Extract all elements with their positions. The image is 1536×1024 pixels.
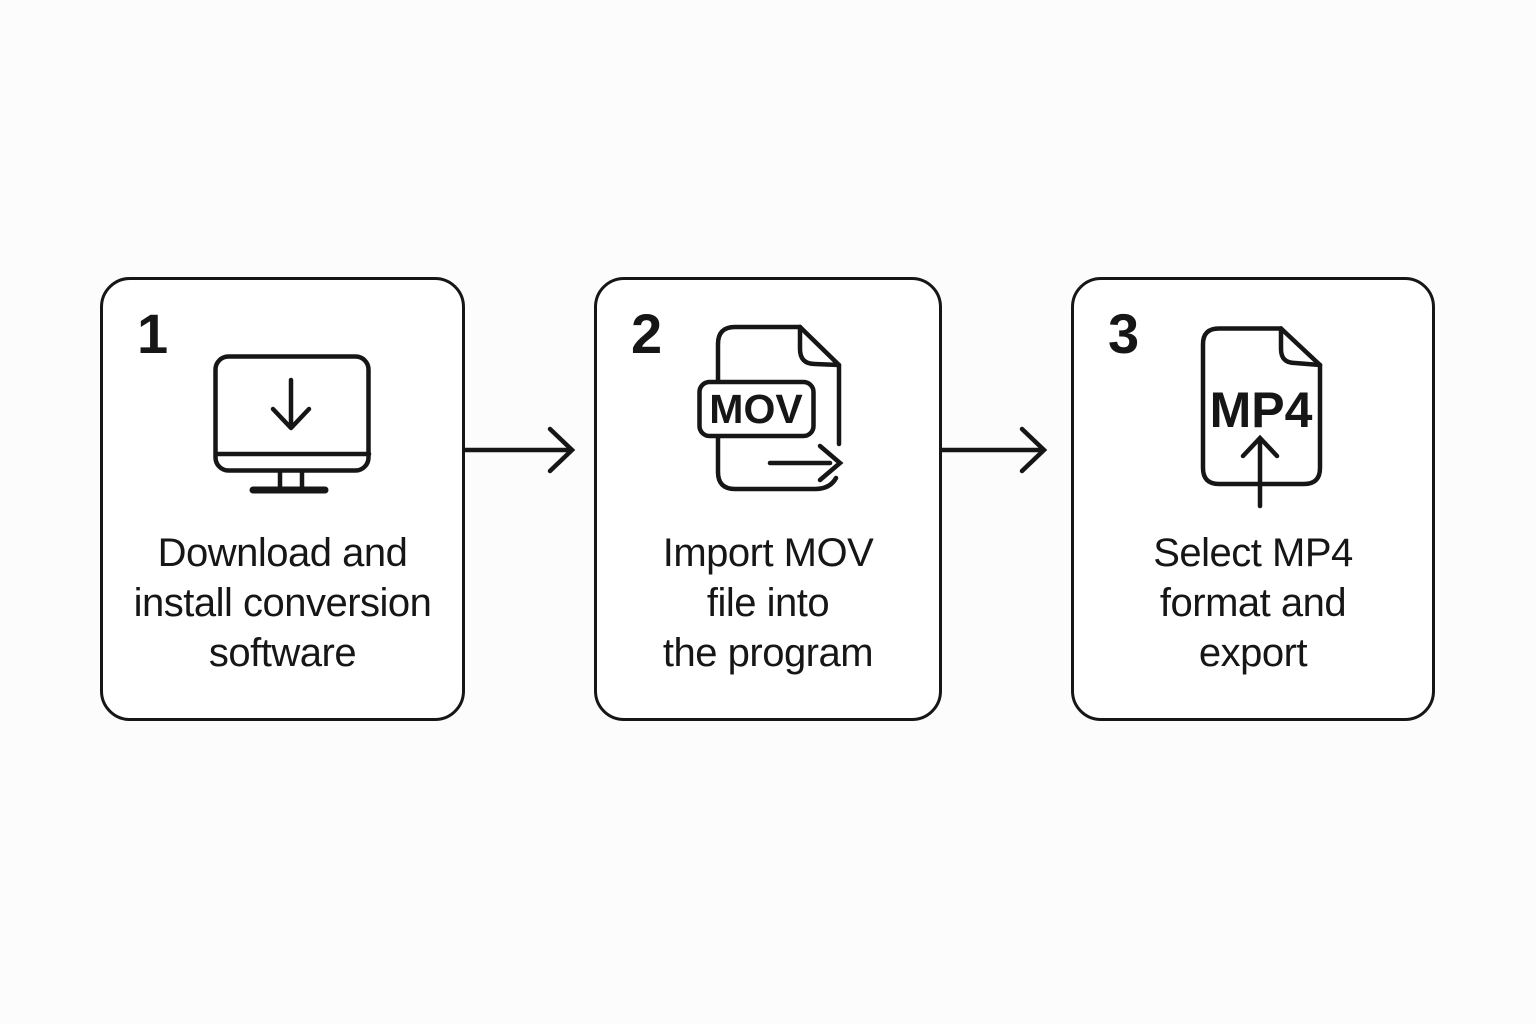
- caption-line: export: [1198, 631, 1308, 675]
- caption-line: the program: [662, 631, 874, 675]
- mov-badge-label: MOV: [709, 386, 803, 432]
- caption-line: file into: [706, 581, 830, 625]
- monitor-download-icon: [213, 354, 372, 494]
- step-number: 3: [1108, 302, 1139, 365]
- caption-line: format and: [1159, 581, 1347, 625]
- mp4-file-label: MP4: [1210, 382, 1313, 438]
- step-number: 1: [137, 302, 168, 365]
- caption-line: Select MP4: [1153, 531, 1353, 575]
- flow-arrow-icon: [941, 426, 1048, 474]
- flow-arrow-icon: [463, 426, 576, 474]
- step-card-2: 2 MOV Import MOV file into the program: [594, 277, 942, 721]
- step-caption: Import MOV file into the program: [597, 528, 939, 678]
- step-caption: Download and install conversion software: [103, 528, 462, 678]
- step-caption: Select MP4 format and export: [1074, 528, 1432, 678]
- caption-line: install conversion: [133, 581, 432, 625]
- caption-line: software: [208, 631, 357, 675]
- step-card-3: 3 MP4 Select MP4 format and export: [1071, 277, 1435, 721]
- step-card-1: 1 Download and install conversion softwa…: [100, 277, 465, 721]
- caption-line: Download and: [157, 531, 408, 575]
- caption-line: Import MOV: [662, 531, 874, 575]
- mp4-file-export-icon: MP4: [1200, 326, 1323, 509]
- mov-file-import-icon: MOV: [697, 324, 844, 492]
- step-number: 2: [631, 302, 662, 365]
